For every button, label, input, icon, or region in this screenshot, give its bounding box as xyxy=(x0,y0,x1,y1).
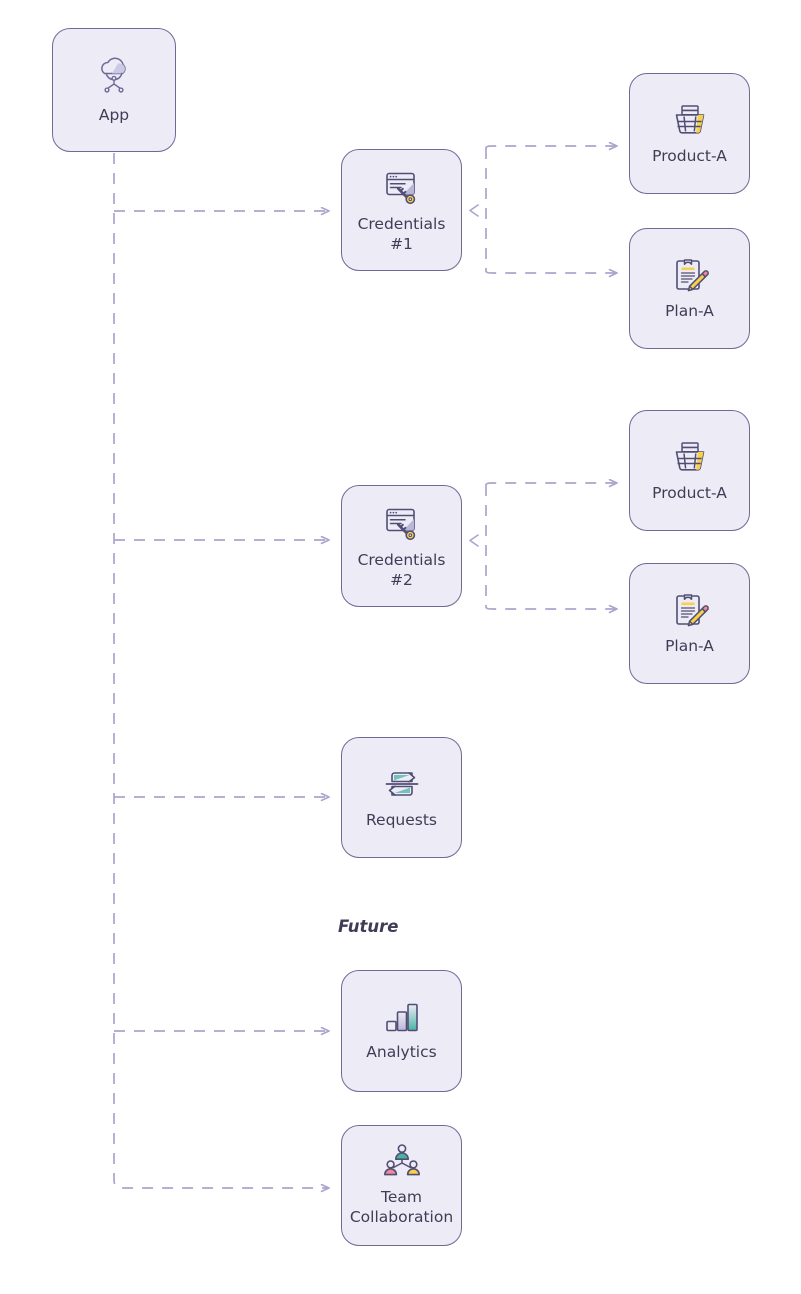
node-label: Analytics xyxy=(366,1042,437,1061)
cloud-network-icon xyxy=(92,55,136,99)
node-label: Product-A xyxy=(652,147,727,166)
edge-credentials-1-to-plan-a xyxy=(485,271,617,273)
edge-arrow-into-credentials-1 xyxy=(469,204,479,217)
edge-credentials-2-to-plan-a xyxy=(485,607,617,609)
node-app[interactable]: App xyxy=(52,28,176,152)
node-label: Team Collaboration xyxy=(349,1188,454,1226)
edge-app-to-team-collaboration xyxy=(113,153,329,1188)
node-label: Credentials #2 xyxy=(357,550,446,589)
edge-arrow-into-credentials-2 xyxy=(469,534,479,547)
node-label: App xyxy=(98,105,130,124)
node-plan-a-2[interactable]: Plan-A xyxy=(629,563,750,684)
clipboard-pencil-icon xyxy=(670,590,710,630)
node-label: Requests xyxy=(365,811,438,830)
basket-icon xyxy=(670,100,710,140)
bar-chart-icon xyxy=(382,1000,422,1036)
node-analytics[interactable]: Analytics xyxy=(341,970,462,1092)
node-label: Plan-A xyxy=(665,637,714,656)
node-product-a-2[interactable]: Product-A xyxy=(629,410,750,531)
browser-key-icon xyxy=(381,166,423,208)
node-team-collaboration[interactable]: Team Collaboration xyxy=(341,1125,462,1246)
node-label: Credentials #1 xyxy=(357,214,446,253)
node-credentials-1[interactable]: Credentials #1 xyxy=(341,149,462,271)
edge-credentials-2-to-product-a xyxy=(485,483,617,485)
people-group-icon xyxy=(382,1143,422,1181)
node-label: Plan-A xyxy=(665,302,714,321)
node-label: Product-A xyxy=(652,484,727,503)
clipboard-pencil-icon xyxy=(670,255,710,295)
section-label-future: Future xyxy=(338,917,399,936)
node-requests[interactable]: Requests xyxy=(341,737,462,858)
node-plan-a-1[interactable]: Plan-A xyxy=(629,228,750,349)
node-credentials-2[interactable]: Credentials #2 xyxy=(341,485,462,607)
browser-key-icon xyxy=(381,502,423,544)
exchange-arrows-icon xyxy=(382,764,422,804)
node-product-a-1[interactable]: Product-A xyxy=(629,73,750,194)
edge-credentials-1-to-product-a xyxy=(485,146,617,148)
basket-icon xyxy=(670,437,710,477)
